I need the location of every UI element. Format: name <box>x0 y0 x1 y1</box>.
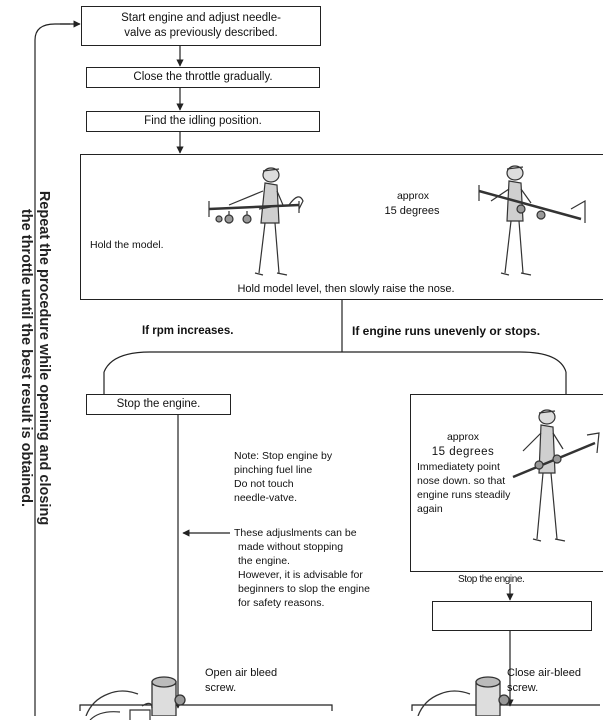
panel-nose-down: approx 15 degrees Immediatety point nose… <box>410 394 603 572</box>
adj-note-line4: However, it is advisable for <box>238 569 363 581</box>
hold-level-label: Hold model level, then slowly raise the … <box>237 283 455 295</box>
approx-right-line1: approx <box>446 431 480 443</box>
note-line3: Do not touch <box>234 478 294 490</box>
repeat-loop-line <box>34 23 70 716</box>
step-start-line1: Start engine and adjust needle- <box>121 12 281 24</box>
panel-hold-model: Hold the model. approx 15 degrees Hold m… <box>80 154 603 300</box>
immediately-line3: engine runs steadily <box>417 489 511 501</box>
step-start-line2: valve as previously described. <box>124 27 278 39</box>
step-find-idle: Find the idling position. <box>86 111 320 132</box>
repeat-line2: the throttle until the best result is ob… <box>18 208 34 508</box>
person-nose-down-icon <box>512 409 600 542</box>
adj-note-line5: beginners to slop the engine <box>238 583 370 595</box>
immediately-line2: nose down. so that <box>417 475 506 487</box>
immediately-line4: again <box>417 503 443 515</box>
approx-top-line1: approx <box>396 190 430 202</box>
approx-top-line2: 15 degrees <box>384 205 440 217</box>
split-left-curve <box>103 351 151 373</box>
air-bleed-screw-right-icon <box>417 676 510 716</box>
step-close-throttle: Close the throttle gradually. <box>86 67 320 88</box>
close-air-bleed-line1: Close air-bleed <box>507 667 581 679</box>
open-air-bleed-line2: screw. <box>205 682 237 694</box>
adj-note-line3: the engine. <box>238 555 290 567</box>
person-raising-nose-icon <box>478 165 586 276</box>
note-line4: needle-vatve. <box>234 492 298 504</box>
note-line2: pinching fuel line <box>234 464 313 476</box>
close-air-bleed-line2: screw. <box>507 682 539 694</box>
open-air-bleed-line1: Open air bleed <box>205 667 278 679</box>
adj-note-line1: These adjuslments can be <box>234 527 357 539</box>
stop-engine-right-label: Stop the engine. <box>458 574 525 585</box>
branch-left-label: If rpm increases. <box>142 325 234 337</box>
step-stop-engine-left: Stop the engine. <box>86 394 231 415</box>
branch-right-label: If engine runs unevenly or stops. <box>352 324 541 338</box>
hold-model-label: Hold the model. <box>90 239 164 251</box>
person-holding-model-level-icon <box>208 167 304 276</box>
repeat-line1: Repeat the procedure while opening and c… <box>36 190 52 526</box>
air-bleed-screw-left-icon <box>85 676 186 716</box>
immediately-line1: Immediatety point <box>417 461 500 473</box>
approx-right-line2: 15 degrees <box>431 446 495 458</box>
adj-note-line6: for safety reasons. <box>238 597 325 609</box>
stop-engine-left-label: Stop the engine. <box>116 398 201 410</box>
step-find-idle-label: Find the idling position. <box>144 115 262 127</box>
adj-note-line2: made without stopping <box>238 541 344 553</box>
step-close-throttle-label: Close the throttle gradually. <box>133 71 273 83</box>
step-start-engine: Start engine and adjust needle- valve as… <box>81 6 321 46</box>
split-right-curve <box>519 351 567 373</box>
note-line1: Note: Stop engine by <box>234 450 333 462</box>
empty-step-box <box>432 601 592 631</box>
